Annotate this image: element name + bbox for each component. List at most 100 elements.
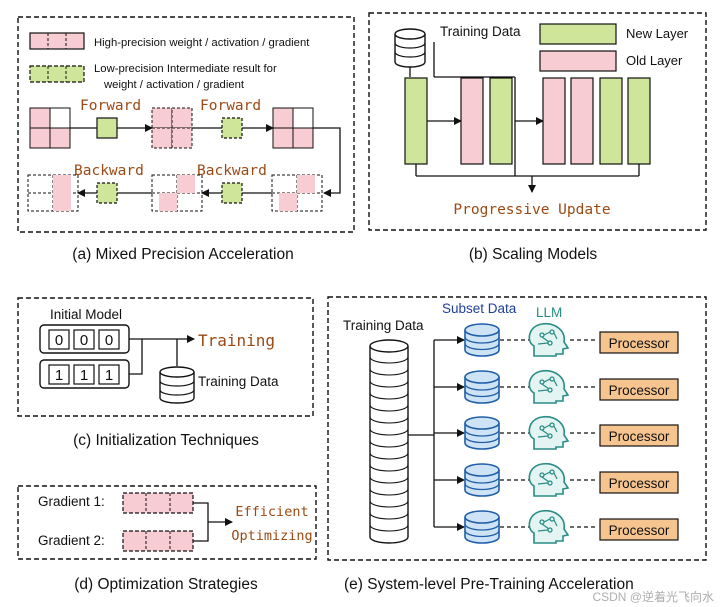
forward-matrix-2 [151, 107, 193, 149]
processor-label-5: Processor [609, 523, 670, 538]
caption-c: (c) Initialization Techniques [73, 432, 259, 449]
model1-layer-new [404, 77, 428, 165]
forward-label-2: Forward [200, 98, 261, 114]
panel-a-border [17, 16, 355, 233]
llm-icon-3 [528, 415, 569, 450]
row1-cell-3: 0 [105, 332, 113, 349]
backward-label-1: Backward [197, 163, 267, 179]
subset-db-icon-2 [464, 370, 500, 404]
legend-low-precision-swatch [29, 65, 85, 83]
processor-box-2 [599, 378, 679, 401]
forward-low-precision-block-2 [221, 117, 243, 139]
caption-d: (d) Optimization Strategies [74, 576, 258, 593]
panel-d-optimization: Gradient 1: Gradient 2: Efficient Optimi… [17, 485, 317, 560]
initial-model-label: Initial Model [50, 307, 122, 322]
init-merge-bracket [129, 338, 143, 375]
panel-b-scaling-models: Training Data New Layer Old Layer Progre… [368, 12, 707, 231]
processor-label-4: Processor [609, 476, 670, 491]
gradient-merge-bracket [193, 502, 209, 542]
backward-block-3 [27, 174, 79, 212]
llm-icon-1 [528, 322, 569, 357]
llm-icon-5 [528, 509, 569, 544]
gradient-1-label: Gradient 1: [38, 494, 105, 509]
legend-low-precision-label-1: Low-precision Intermediate result for [94, 63, 277, 75]
model3-layer-new-2 [627, 77, 651, 165]
backward-label-2: Backward [74, 163, 144, 179]
model3-layer-old-2 [570, 77, 594, 165]
training-label-c: Training [198, 331, 275, 350]
backward-low-precision-block-2 [96, 182, 118, 204]
row1-cell-1: 0 [55, 332, 63, 349]
worker-row-4: Processor [434, 462, 679, 497]
panel-a-mixed-precision: High-precision weight / activation / gra… [17, 16, 355, 233]
llm-icon-2 [528, 369, 569, 404]
caption-e: (e) System-level Pre-Training Accelerati… [344, 576, 634, 593]
legend-old-layer-swatch [539, 50, 617, 72]
forward-matrix-3 [272, 107, 314, 149]
processor-label-3: Processor [609, 429, 670, 444]
subset-data-label: Subset Data [442, 301, 517, 316]
panel-d-border [17, 485, 317, 560]
processor-label-1: Processor [609, 336, 670, 351]
panel-c-border [17, 297, 314, 417]
training-data-db-b [394, 28, 426, 68]
training-data-stack-e [369, 339, 409, 544]
model3-layer-new-1 [599, 77, 623, 165]
backward-block-1 [271, 174, 323, 212]
worker-row-3: Processor [434, 415, 679, 450]
processor-box-5 [599, 518, 679, 541]
caption-a: (a) Mixed Precision Acceleration [72, 246, 293, 263]
panel-e-system-level: Training Data Subset Data LLM Processor [327, 296, 707, 561]
legend-high-precision-swatch [29, 32, 85, 50]
llm-icon-4 [528, 462, 569, 497]
forward-low-precision-block-1 [96, 117, 118, 139]
worker-row-1: Processor [434, 322, 679, 357]
legend-new-layer-swatch [539, 23, 617, 45]
row2-cell-2: 1 [80, 367, 88, 384]
model2-layer-old [460, 77, 484, 165]
worker-row-2: Processor [434, 369, 679, 404]
csdn-watermark: CSDN @逆着光飞向水 [592, 589, 714, 604]
processor-box-4 [599, 471, 679, 494]
panel-c-initialization: Initial Model 0 0 0 1 1 1 Training [17, 297, 314, 417]
backward-low-precision-block-1 [221, 182, 243, 204]
optimizing-label: Optimizing [231, 528, 312, 544]
row2-cell-1: 1 [55, 367, 63, 384]
subset-db-icon-4 [464, 463, 500, 497]
gradient-2-block [122, 530, 194, 552]
initial-model-row-1: 0 0 0 [39, 324, 130, 354]
model3-layer-old-1 [542, 77, 566, 165]
row2-cell-3: 1 [105, 367, 113, 384]
legend-new-layer-label: New Layer [626, 26, 689, 41]
training-data-db-c [159, 366, 195, 404]
processor-box-1 [599, 331, 679, 354]
forward-label-1: Forward [80, 98, 141, 114]
caption-b: (b) Scaling Models [469, 246, 598, 263]
subset-db-icon-3 [464, 416, 500, 450]
backward-turn-arrow [313, 127, 341, 197]
backward-block-2 [151, 174, 203, 212]
progressive-update-label: Progressive Update [453, 202, 610, 218]
legend-old-layer-label: Old Layer [626, 53, 683, 68]
row1-cell-2: 0 [80, 332, 88, 349]
processor-label-2: Processor [609, 383, 670, 398]
model2-layer-new [489, 77, 513, 165]
training-data-label-e: Training Data [343, 318, 424, 333]
legend-low-precision-label-2: weight / activation / gradient [103, 79, 245, 91]
forward-matrix-1 [29, 107, 71, 149]
gradient-1-block [122, 492, 194, 514]
initial-model-row-2: 1 1 1 [39, 359, 130, 389]
panel-e-border [327, 296, 707, 561]
training-data-label-c: Training Data [198, 374, 279, 389]
gradient-2-label: Gradient 2: [38, 533, 105, 548]
panel-b-border [368, 12, 707, 231]
training-data-label-b: Training Data [440, 24, 521, 39]
llm-label: LLM [536, 305, 562, 320]
legend-high-precision-label: High-precision weight / activation / gra… [94, 37, 310, 49]
worker-row-5: Processor [434, 509, 679, 544]
processor-box-3 [599, 424, 679, 447]
efficient-label: Efficient [235, 504, 308, 520]
subset-db-icon-5 [464, 510, 500, 544]
subset-db-icon-1 [464, 323, 500, 357]
